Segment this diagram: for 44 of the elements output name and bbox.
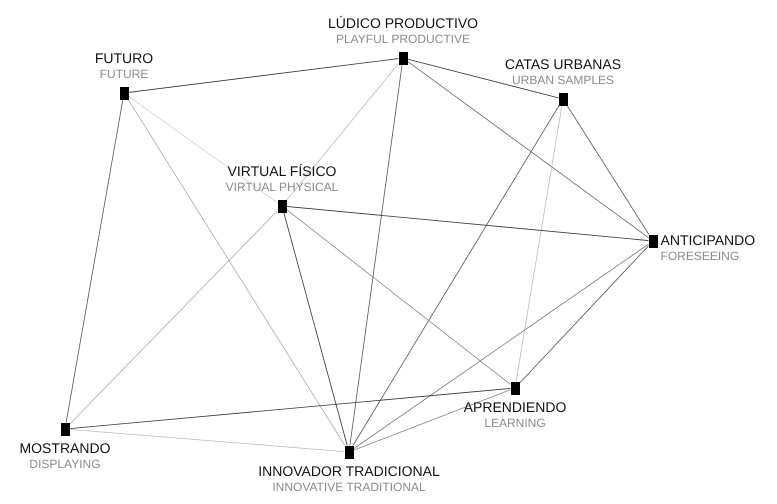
connector-line: [286, 209, 511, 385]
node-label: ANTICIPANDO: [660, 233, 756, 247]
node-label: MOSTRANDO: [20, 440, 110, 454]
node-sublabel: DISPLAYING: [29, 458, 101, 470]
node-marker: [648, 234, 658, 248]
connector-line: [353, 389, 511, 451]
node-label: FUTURO: [94, 50, 154, 64]
connector-line: [407, 58, 559, 98]
connector-line: [66, 99, 124, 423]
connector-line: [69, 388, 511, 429]
connector-line: [128, 99, 346, 446]
node-sublabel: INNOVATIVE TRADITIONAL: [272, 480, 426, 492]
connector-line: [128, 58, 399, 93]
node-marker: [120, 86, 128, 100]
node-marker: [398, 52, 408, 64]
node-label: VIRTUAL FÍSICO: [228, 164, 336, 178]
connector-line: [286, 206, 649, 241]
node-sublabel: FUTURE: [100, 68, 148, 80]
node-sublabel: PLAYFUL PRODUCTIVE: [336, 32, 470, 44]
node-marker: [344, 446, 354, 458]
connector-line: [128, 96, 278, 204]
connector-line: [69, 210, 278, 425]
connector-line: [516, 105, 562, 382]
connector-line: [283, 212, 348, 446]
node-marker: [60, 422, 70, 436]
connector-line: [407, 60, 649, 238]
node-sublabel: FORESEEING: [660, 250, 740, 262]
connector-line: [352, 105, 560, 446]
connector-line: [350, 64, 402, 446]
connector-line: [69, 428, 345, 452]
node-marker: [510, 382, 520, 394]
connector-line: [519, 245, 649, 384]
connector-line: [566, 105, 650, 235]
connector-line: [286, 63, 399, 201]
node-label: LÚDICO PRODUCTIVO: [328, 16, 478, 30]
node-marker: [278, 200, 286, 212]
connector-line: [353, 244, 649, 450]
node-marker: [558, 92, 568, 106]
node-label: INNOVADOR TRADICIONAL: [258, 464, 440, 478]
node-sublabel: URBAN SAMPLES: [512, 74, 614, 86]
node-label: APRENDIENDO: [464, 400, 566, 414]
node-label: CATAS URBANAS: [504, 56, 622, 70]
node-sublabel: VIRTUAL PHYSICAL: [226, 180, 338, 192]
node-sublabel: LEARNING: [484, 416, 546, 428]
